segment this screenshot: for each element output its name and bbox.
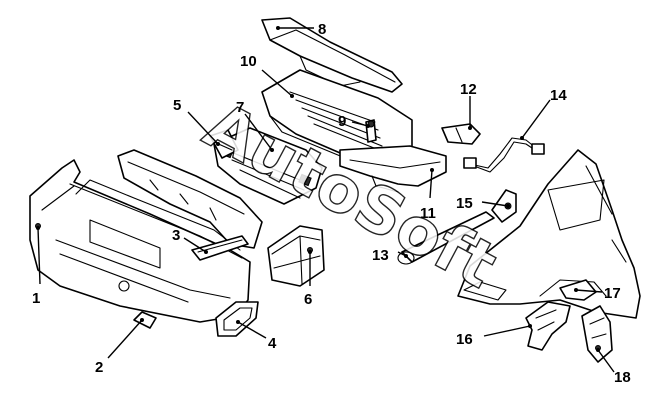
callout-15: 15 [456,195,473,212]
callout-11: 11 [420,205,436,222]
callout-10: 10 [240,53,257,70]
part-1-bumper-cover [29,159,251,323]
part-11-inner-panel [339,145,447,193]
callout-numbers: 1 2 3 4 5 6 7 8 9 10 11 12 13 14 15 16 1… [32,21,631,386]
part-12-switch [441,123,481,145]
part-4-side-marker [215,301,259,337]
part-7-reinforcement [213,127,323,205]
part-2-lower-bracket [133,311,157,329]
part-8-rear-spoiler [261,17,403,93]
callout-8: 8 [318,21,326,38]
leader-lines [36,26,615,373]
callout-16: 16 [456,331,473,348]
callout-14: 14 [550,87,567,104]
callout-18: 18 [614,369,631,386]
callout-2: 2 [95,359,103,376]
callout-6: 6 [304,291,312,308]
callout-12: 12 [460,81,477,98]
rear-quarter-panel [457,149,641,319]
callout-13: 13 [372,247,389,264]
callout-17: 17 [604,285,621,302]
part-16-wheel-arch-liner [525,301,571,351]
bumper-carrier [117,149,263,249]
part-14-wire-harness [463,137,545,173]
part-6-tail-light [267,225,325,287]
callout-7: 7 [236,99,244,116]
callout-9: 9 [338,113,346,130]
callout-4: 4 [268,335,277,352]
callout-1: 1 [32,290,40,307]
callout-5: 5 [173,97,181,114]
callout-3: 3 [172,227,180,244]
part-13-trim-strip [397,211,495,265]
part-9-clip [365,119,377,143]
